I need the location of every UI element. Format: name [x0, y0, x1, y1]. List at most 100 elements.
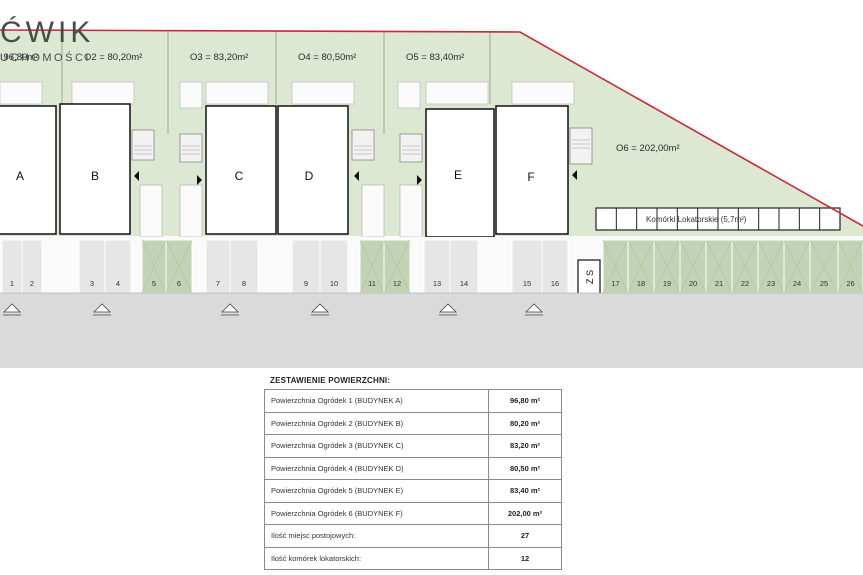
- parking-space: 24: [783, 239, 811, 294]
- parking-number: 22: [741, 279, 749, 288]
- summary-row: Powierzchnia Ogródek 2 (BUDYNEK B)80,20 …: [264, 411, 562, 435]
- summary-row: Powierzchnia Ogródek 3 (BUDYNEK C)83,20 …: [264, 434, 562, 458]
- parking-number: 25: [820, 279, 828, 288]
- parking-space: 14: [449, 239, 479, 294]
- parking-space: 7: [205, 239, 231, 294]
- parking-space: 2: [21, 239, 43, 294]
- parking-number: 9: [304, 279, 308, 288]
- plot-label-o6: O6 = 202,00m²: [616, 143, 680, 154]
- parking-number: 16: [551, 279, 559, 288]
- summary-row-label: Powierzchnia Ogródek 3 (BUDYNEK C): [264, 434, 489, 458]
- plot-label-o1: O1 = 96,80m²: [0, 52, 38, 63]
- building-label-a: A: [16, 169, 24, 183]
- summary-row: Powierzchnia Ogródek 6 (BUDYNEK F)202,00…: [264, 501, 562, 525]
- summary-row-value: 83,20 m²: [488, 434, 562, 458]
- parking-number: 26: [846, 279, 854, 288]
- parking-number: 18: [637, 279, 645, 288]
- building-label-d: D: [305, 169, 314, 183]
- entrance-arrow-icons: [134, 170, 577, 185]
- building-label-f: F: [527, 170, 534, 184]
- summary-row-label: Powierzchnia Ogródek 1 (BUDYNEK A): [264, 389, 489, 413]
- parking-space: 3: [78, 239, 106, 294]
- summary-row-value: 27: [488, 524, 562, 548]
- parking-number: 14: [460, 279, 468, 288]
- summary-row-value: 96,80 m²: [488, 389, 562, 413]
- storage-label: Komórki Lokatorskie (5,7m²): [646, 215, 747, 224]
- parking-space: 11: [359, 239, 385, 294]
- parking-space: 1: [1, 239, 23, 294]
- building-label-c: C: [235, 169, 244, 183]
- parking-space: 25: [809, 239, 839, 294]
- parking-space: 20: [679, 239, 707, 294]
- entrance-arrow-icon: [197, 175, 202, 185]
- entrance-arrow-icon: [572, 170, 577, 180]
- summary-row: Powierzchnia Ogródek 5 (BUDYNEK E)83,40 …: [264, 479, 562, 503]
- summary-row-value: 202,00 m²: [488, 501, 562, 525]
- summary-title: ZESTAWIENIE POWIERZCHNI:: [270, 376, 391, 385]
- parking-number: 13: [433, 279, 441, 288]
- summary-row: Powierzchnia Ogródek 1 (BUDYNEK A)96,80 …: [264, 389, 562, 413]
- entrance-arrow-icon: [354, 171, 359, 181]
- lamp-symbols: [3, 303, 543, 316]
- brand-logo: ĆWIK UCHOMOŚCI: [0, 16, 95, 65]
- parking-number: 1: [10, 279, 14, 288]
- parking-space: 6: [165, 239, 193, 294]
- parking-number: 12: [393, 279, 401, 288]
- parking-number: 2: [30, 279, 34, 288]
- parking-space: 10: [319, 239, 349, 294]
- road: [0, 293, 863, 368]
- area-summary: ZESTAWIENIE POWIERZCHNI: Powierzchnia Og…: [264, 376, 564, 570]
- plot-label-o4: O4 = 80,50m²: [298, 52, 356, 63]
- terraces: [0, 81, 575, 109]
- parking-space: 21: [705, 239, 733, 294]
- lamp-icon: [311, 303, 329, 316]
- parking-number: 4: [116, 279, 120, 288]
- brand-subtitle: UCHOMOŚCI: [0, 52, 91, 64]
- parking-space: 19: [653, 239, 681, 294]
- lamp-icon: [439, 303, 457, 316]
- building-label-b: B: [91, 169, 99, 183]
- summary-row: Ilość miejsc postojowych:27: [264, 524, 562, 548]
- parking-space: 4: [104, 239, 132, 294]
- lamp-icon: [221, 303, 239, 316]
- brand-name: ĆWIK: [0, 16, 95, 49]
- summary-row-value: 83,40 m²: [488, 479, 562, 503]
- parking-space: 23: [757, 239, 785, 294]
- parking-number: 8: [242, 279, 246, 288]
- parking-space: 26: [837, 239, 863, 294]
- parking-space: 18: [627, 239, 655, 294]
- building-label-e: E: [454, 168, 462, 182]
- summary-table: Powierzchnia Ogródek 1 (BUDYNEK A)96,80 …: [264, 389, 562, 570]
- summary-row-label: Ilość miejsc postojowych:: [264, 524, 489, 548]
- summary-row-label: Powierzchnia Ogródek 5 (BUDYNEK E): [264, 479, 489, 503]
- parking-number: 5: [152, 279, 156, 288]
- property-boundary: [0, 29, 863, 227]
- building-e-outline: [425, 108, 495, 238]
- building-d-outline: [277, 105, 349, 235]
- building-a-outline: [0, 105, 57, 235]
- summary-row-value: 80,50 m²: [488, 456, 562, 480]
- parking-number: 3: [90, 279, 94, 288]
- parking-number: 20: [689, 279, 697, 288]
- plot-dividers: [61, 31, 491, 134]
- parking-number: 24: [793, 279, 801, 288]
- stair-steps: [134, 139, 590, 155]
- building-f-outline: [495, 105, 569, 235]
- summary-row-label: Powierzchnia Ogródek 2 (BUDYNEK B): [264, 411, 489, 435]
- parking-number: 6: [177, 279, 181, 288]
- summary-row: Ilość komórek lokatorskich:12: [264, 546, 562, 570]
- plot-label-o2: O2 = 80,20m²: [84, 52, 142, 63]
- parking-number: 15: [523, 279, 531, 288]
- lamp-icon: [525, 303, 543, 316]
- parking-space: 15: [511, 239, 543, 294]
- lamp-icon: [93, 303, 111, 316]
- plot-label-o5: O5 = 83,40m²: [406, 52, 464, 63]
- walkways: [139, 184, 423, 238]
- parking-number: 19: [663, 279, 671, 288]
- parking-number: 11: [368, 279, 376, 288]
- zs-label: Z S: [585, 270, 595, 284]
- parking-space: 13: [423, 239, 451, 294]
- parking-number: 21: [715, 279, 723, 288]
